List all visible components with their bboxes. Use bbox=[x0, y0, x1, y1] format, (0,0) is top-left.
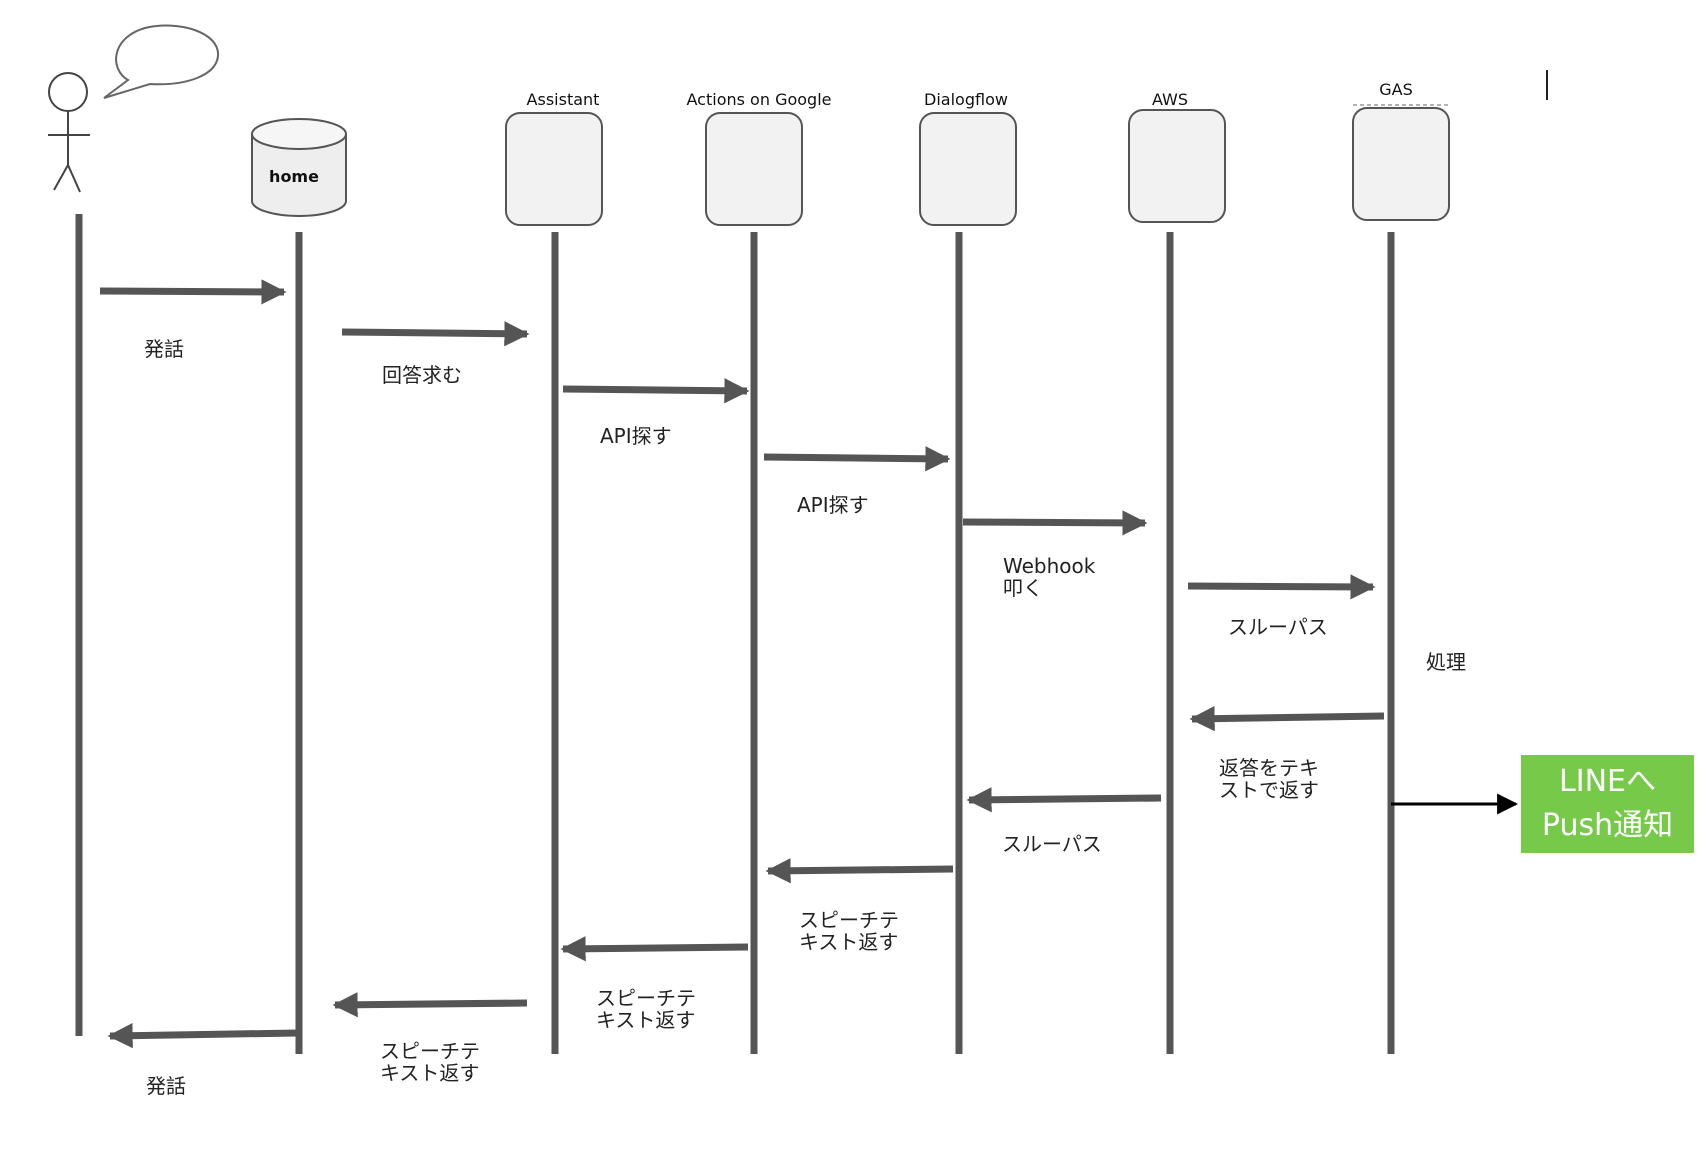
msg-label-process: 処理 bbox=[1426, 650, 1466, 674]
msg-label-pass-through-2: スルーパス bbox=[1002, 832, 1102, 856]
aws-label: AWS bbox=[1151, 90, 1189, 109]
arrow-home-to-user bbox=[107, 1023, 298, 1049]
line-push-line2: Push通知 bbox=[1541, 808, 1674, 843]
msg-label-speech-text-1: スピーチテ キスト返す bbox=[799, 908, 899, 954]
arrow-user-to-home bbox=[99, 279, 287, 305]
text-cursor-mark bbox=[1546, 70, 1548, 100]
gas-box bbox=[1352, 107, 1450, 221]
arrow-dialogflow-to-aws bbox=[962, 510, 1148, 536]
msg-label-webhook: Webhook 叩く bbox=[1003, 554, 1096, 600]
line-push-line1: LINEへ bbox=[1559, 764, 1656, 799]
arrow-gas-to-aws bbox=[1189, 706, 1385, 732]
arrow-assistant-to-home bbox=[332, 992, 528, 1018]
msg-label-find-api-1: API探す bbox=[600, 424, 672, 448]
line-push-notification-badge: LINEへ Push通知 bbox=[1521, 755, 1694, 853]
home-label: home bbox=[269, 167, 319, 186]
assistant-label: Assistant bbox=[526, 90, 600, 109]
arrow-assistant-to-aog bbox=[562, 378, 750, 404]
msg-label-find-api-2: API探す bbox=[797, 493, 869, 517]
arrow-aws-to-dialogflow bbox=[966, 787, 1162, 813]
msg-label-request-answer: 回答求む bbox=[382, 363, 462, 387]
user-actor-icon bbox=[48, 72, 90, 193]
arrow-aws-to-gas bbox=[1187, 574, 1376, 600]
msg-label-pass-through-1: スルーパス bbox=[1228, 615, 1328, 639]
dialogflow-label: Dialogflow bbox=[924, 90, 1008, 109]
arrow-aog-to-dialogflow bbox=[763, 446, 951, 472]
arrow-dialogflow-to-aog bbox=[765, 858, 954, 884]
gas-label: GAS bbox=[1379, 80, 1413, 99]
home-database-icon bbox=[251, 118, 347, 217]
dialogflow-box bbox=[919, 112, 1017, 226]
msg-label-speech-text-2: スピーチテ キスト返す bbox=[596, 986, 696, 1032]
arrow-aog-to-assistant bbox=[560, 936, 749, 962]
speech-bubble-icon bbox=[103, 24, 220, 99]
actions-on-google-label: Actions on Google bbox=[686, 90, 832, 109]
assistant-box bbox=[505, 112, 603, 226]
msg-label-return-text: 返答をテキ ストで返す bbox=[1219, 756, 1319, 802]
msg-label-utterance: 発話 bbox=[144, 337, 184, 361]
msg-label-utterance-return: 発話 bbox=[146, 1074, 186, 1098]
arrow-home-to-assistant bbox=[341, 321, 530, 347]
aws-box bbox=[1128, 109, 1226, 223]
msg-label-speech-text-3: スピーチテ キスト返す bbox=[380, 1039, 480, 1085]
actions-on-google-box bbox=[705, 112, 803, 226]
